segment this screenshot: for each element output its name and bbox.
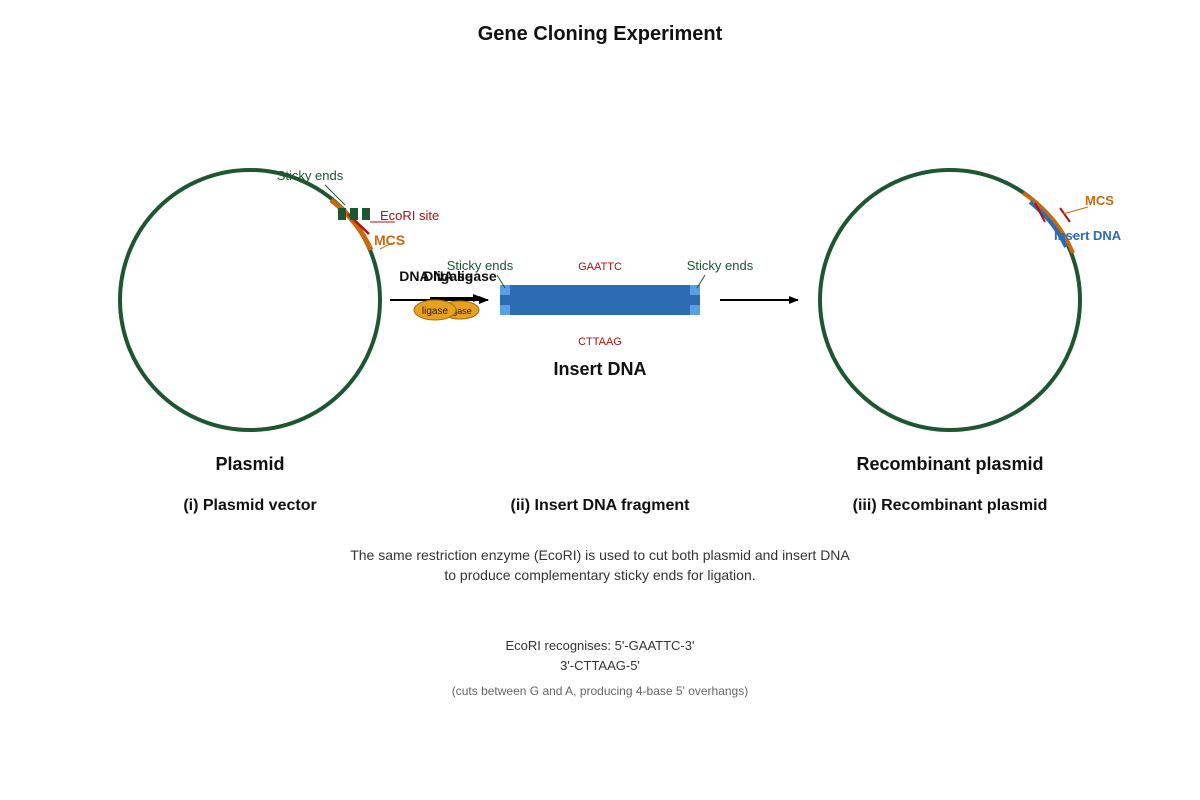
recombinant-ecori-mark	[1034, 202, 1046, 223]
ecori-recognition-line-1: EcoRI recognises: 5'-GAATTC-3'	[506, 638, 695, 653]
recombinant-circle	[818, 168, 1082, 432]
recombinant-insert-arc	[1028, 200, 1068, 248]
insert-bottom-sequence: CTTAAG	[578, 336, 622, 348]
plasmid-sticky-end-block	[362, 208, 370, 220]
insert-name: Insert DNA	[553, 359, 646, 379]
plasmid-sticky-end-block	[350, 208, 358, 220]
insert-sticky-end	[500, 305, 510, 315]
insert-sticky-left-label: Sticky ends	[447, 258, 514, 273]
plasmid-mcs-arc	[329, 198, 374, 252]
insert-group: Sticky ends Sticky ends GAATTC CTTAAG In…	[447, 258, 754, 514]
insert-sticky-left-leader	[496, 274, 506, 289]
note-line-1: The same restriction enzyme (EcoRI) is u…	[350, 547, 850, 563]
insert-sticky-end	[500, 285, 510, 295]
ligase-group: DNA ligase DNA ligase ligase ligase	[390, 268, 497, 321]
recombinant-ecori-mark	[1059, 207, 1071, 223]
page-title: Gene Cloning Experiment	[478, 23, 723, 45]
recombinant-insert-label: Insert DNA	[1054, 228, 1122, 243]
ligase-blob-label: ligase	[422, 306, 449, 317]
plasmid-sticky-ends-label: Sticky ends	[277, 168, 344, 183]
insert-top-sequence: GAATTC	[578, 261, 622, 273]
plasmid-ecori-label: EcoRI site	[380, 208, 439, 223]
recombinant-group: MCS Insert DNA Recombinant plasmid (iii)…	[818, 168, 1122, 514]
ecori-recognition-line-2: 3'-CTTAAG-5'	[560, 658, 640, 673]
recombinant-mcs-leader	[1062, 206, 1089, 215]
ligase-label: DNA ligase	[423, 268, 497, 284]
ligase-blob-label: ligase	[448, 306, 472, 316]
plasmid-circle	[118, 168, 382, 432]
sticky-ends-leader	[324, 184, 346, 206]
ligase-label: DNA ligase	[399, 268, 473, 284]
insert-sticky-right-label: Sticky ends	[687, 258, 754, 273]
insert-sticky-end	[690, 305, 700, 315]
ligase-blob	[413, 299, 457, 321]
recombinant-name: Recombinant plasmid	[856, 454, 1043, 474]
mcs-leader	[379, 242, 393, 250]
recombinant-mcs-label: MCS	[1085, 193, 1114, 208]
ecori-recognition-note: (cuts between G and A, producing 4-base …	[452, 684, 748, 698]
plasmid-group: Sticky ends EcoRI site MCS Plasmid (i) P…	[118, 168, 439, 514]
insert-caption: (ii) Insert DNA fragment	[511, 497, 691, 514]
plasmid-sticky-end-block	[338, 208, 346, 220]
note-line-2: to produce complementary sticky ends for…	[444, 567, 755, 583]
recombinant-mcs-arc	[1021, 191, 1075, 254]
insert-sticky-end	[690, 285, 700, 295]
plasmid-mcs-label: MCS	[374, 232, 405, 248]
insert-sticky-right-leader	[696, 274, 706, 289]
plasmid-caption: (i) Plasmid vector	[183, 497, 316, 514]
plasmid-name: Plasmid	[215, 454, 284, 474]
recombinant-caption: (iii) Recombinant plasmid	[853, 497, 1048, 514]
insert-dna-bar	[500, 285, 700, 315]
